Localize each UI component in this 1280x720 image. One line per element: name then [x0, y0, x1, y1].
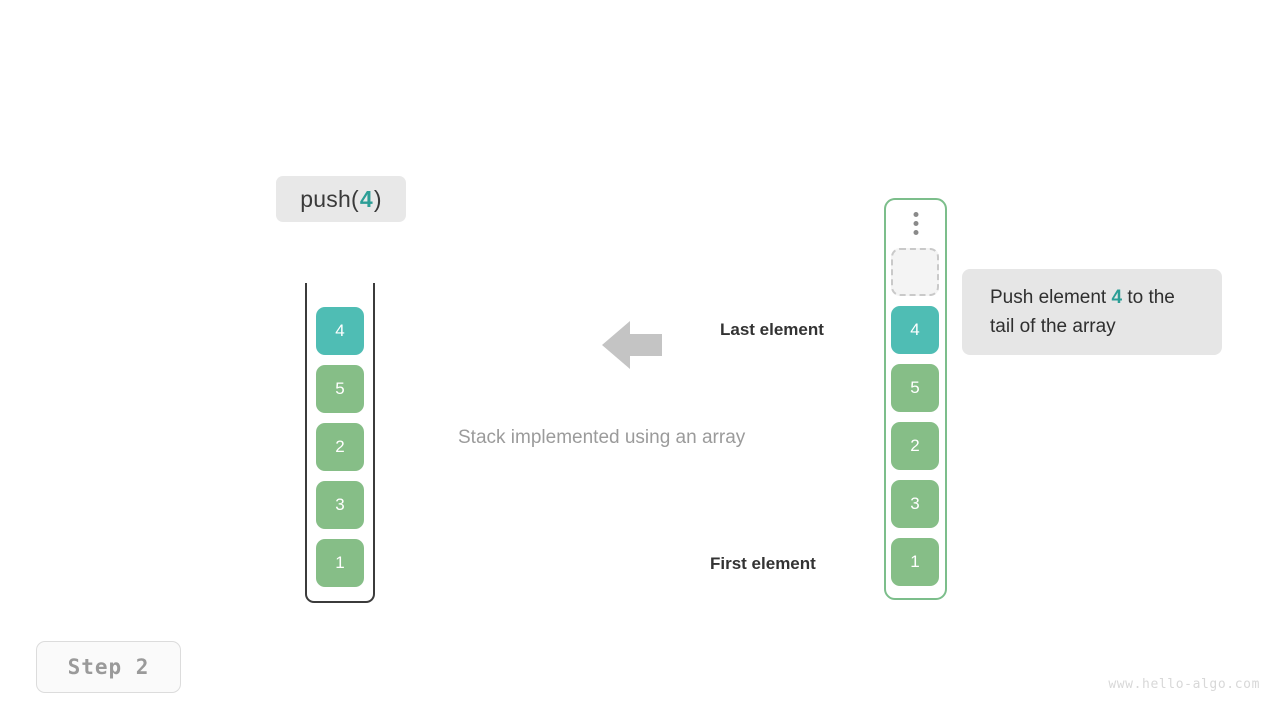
tooltip-value: 4	[1111, 287, 1123, 308]
ellipsis-dot	[913, 221, 918, 226]
stack-caption: Stack implemented using an array	[458, 427, 746, 448]
operation-suffix: )	[373, 185, 382, 212]
stack-cell: 2	[316, 423, 364, 471]
array-cell	[891, 248, 939, 296]
operation-prefix: push(	[300, 185, 359, 212]
array-container	[884, 198, 947, 600]
more-items-icon	[913, 212, 918, 235]
stack-cell: 5	[316, 365, 364, 413]
stack-cell: 4	[316, 307, 364, 355]
stack-visualization: 4 5 2 3 1	[305, 283, 375, 603]
tooltip-tail: to the tail of the array	[990, 287, 1175, 337]
watermark: www.hello-algo.com	[1108, 677, 1260, 692]
stack-cell: 3	[316, 481, 364, 529]
array-visualization: 4 5 2 3 1	[884, 198, 947, 600]
arrow-left-icon	[602, 317, 662, 373]
ellipsis-dot	[913, 230, 918, 235]
array-cell: 1	[891, 538, 939, 586]
ellipsis-dot	[913, 212, 918, 217]
operation-badge: push(4)	[276, 176, 406, 222]
first-element-label: First element	[710, 554, 816, 573]
array-cell: 3	[891, 480, 939, 528]
stack-container	[305, 283, 375, 603]
stack-cell: 1	[316, 539, 364, 587]
last-element-label: Last element	[720, 320, 824, 339]
step-badge: Step 2	[36, 641, 181, 693]
array-cell: 2	[891, 422, 939, 470]
operation-value: 4	[359, 185, 373, 212]
stack-cell-list: 4 5 2 3 1	[316, 307, 364, 597]
array-cell: 5	[891, 364, 939, 412]
array-cell: 4	[891, 306, 939, 354]
tooltip-panel: Push element 4 to the tail of the array	[962, 269, 1222, 355]
tooltip-lead: Push element	[990, 287, 1112, 308]
array-cell-list: 4 5 2 3 1	[891, 248, 939, 596]
